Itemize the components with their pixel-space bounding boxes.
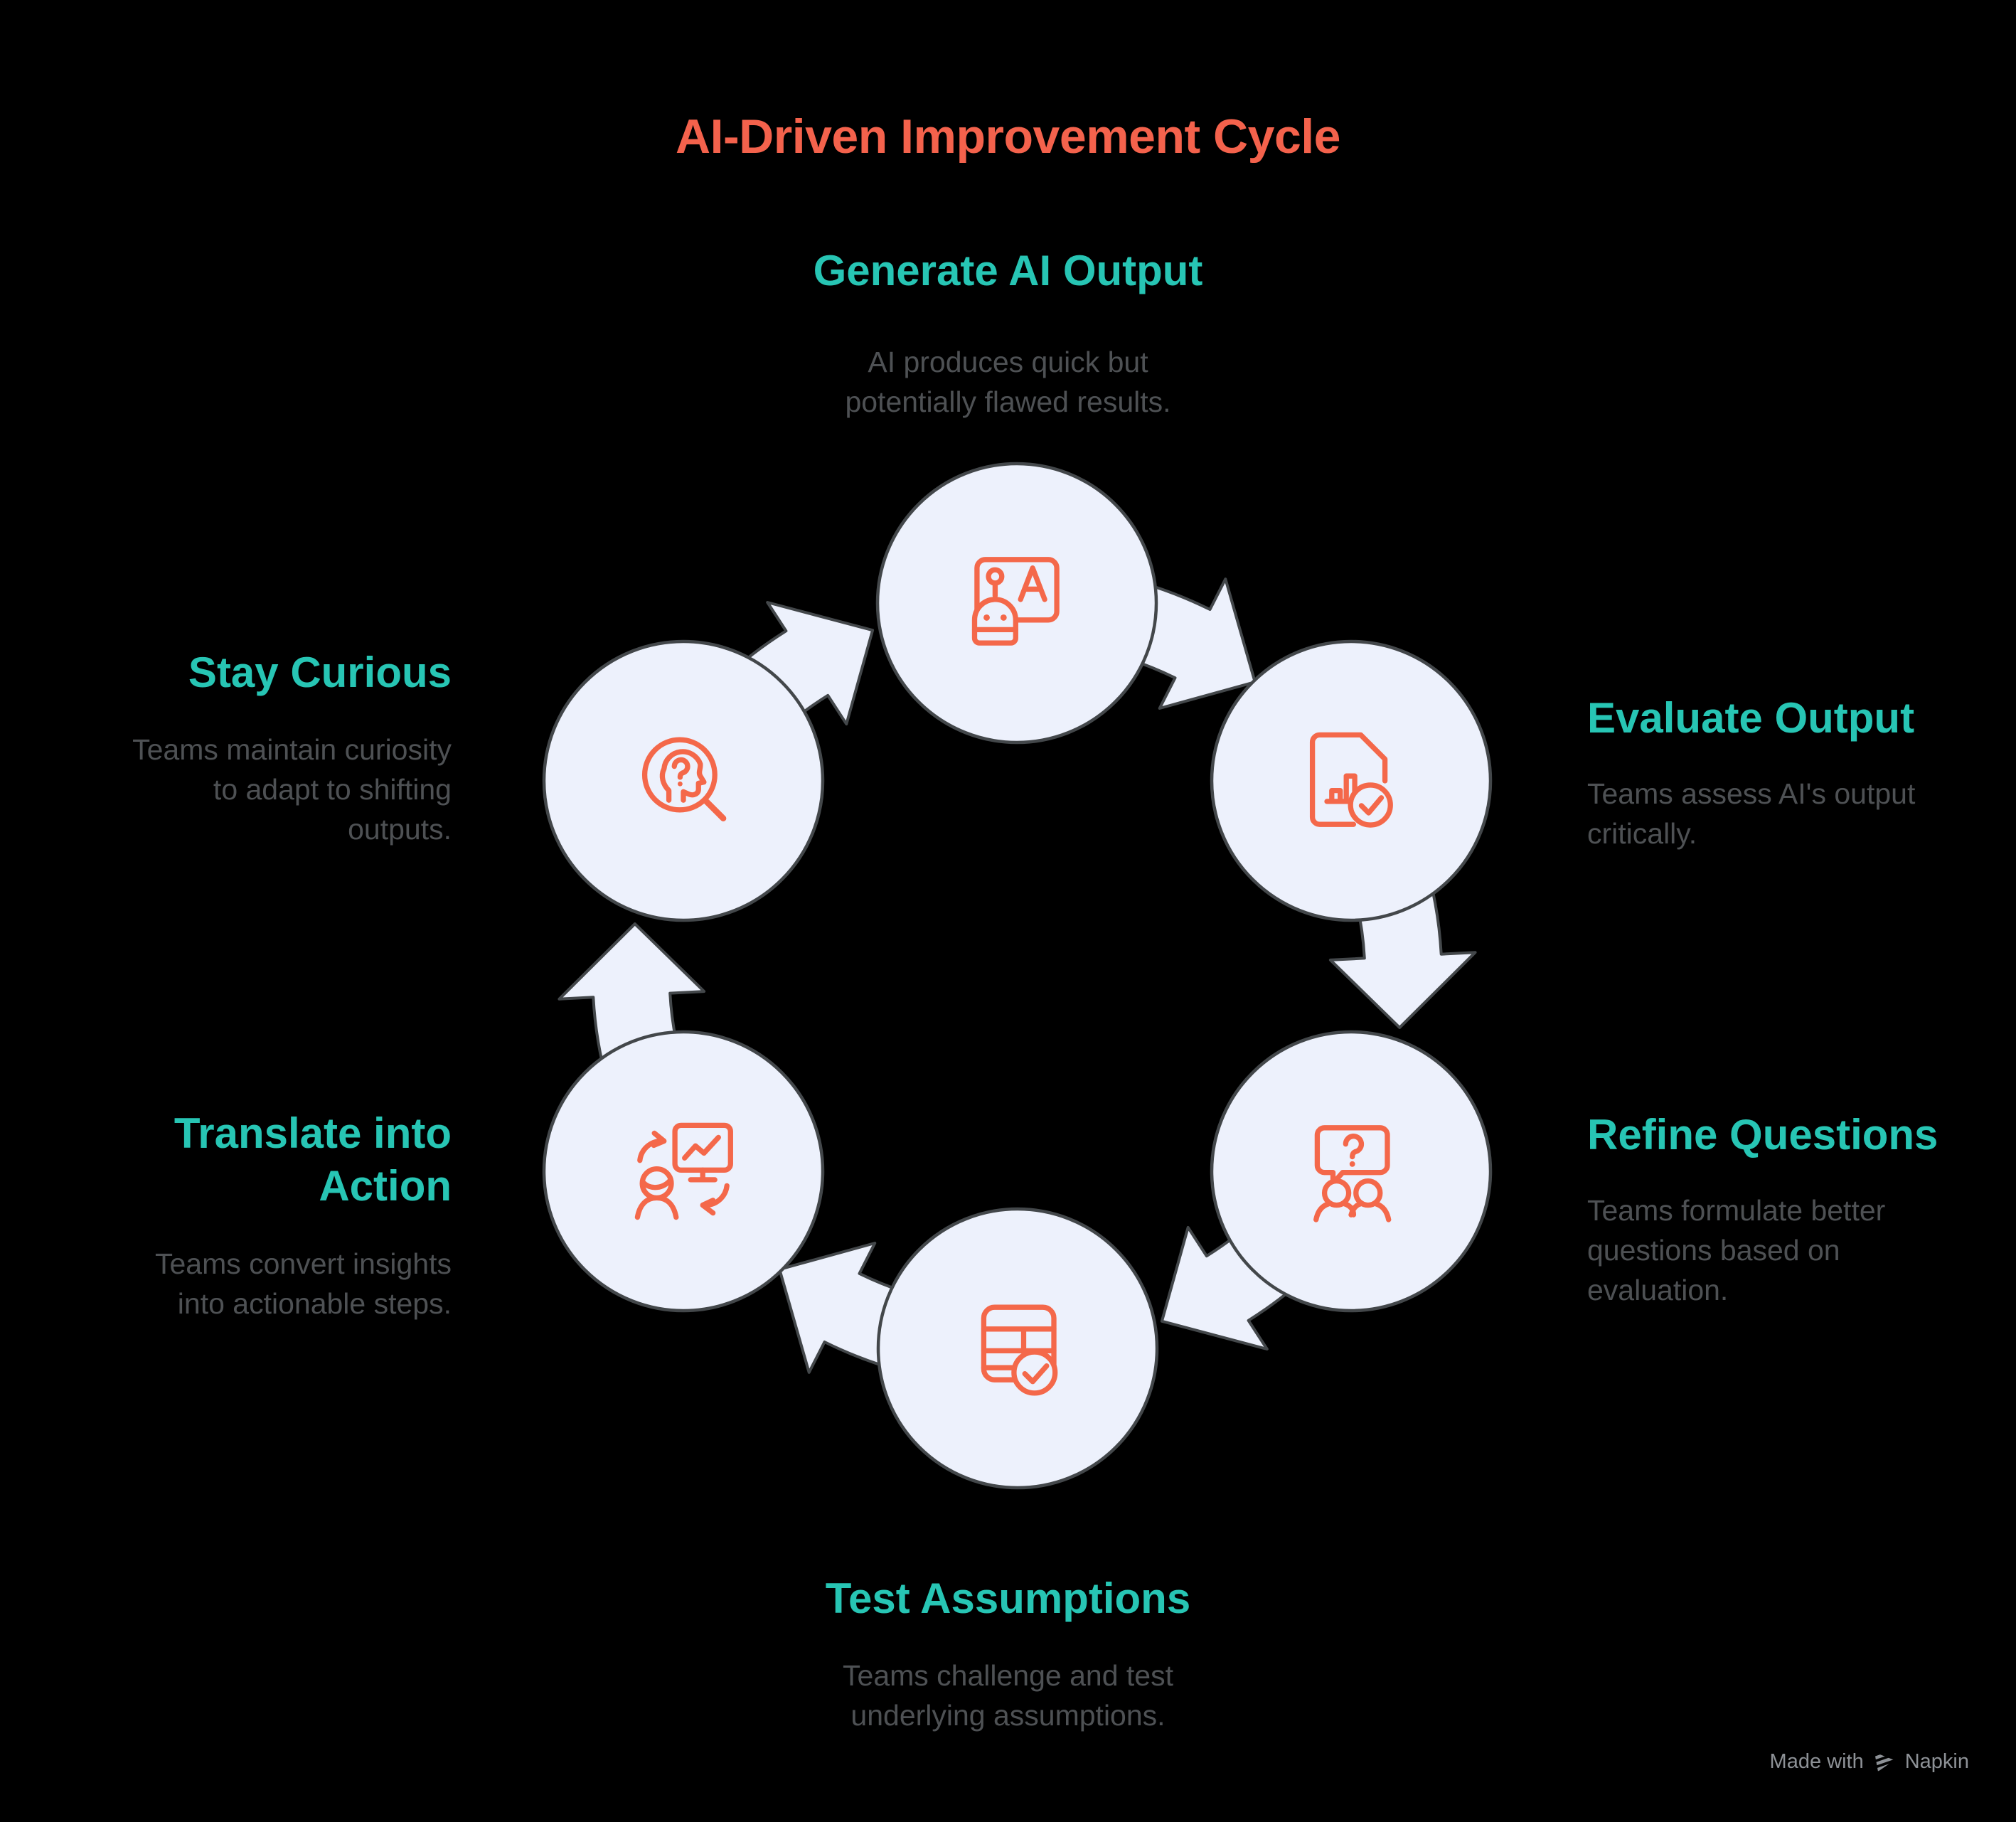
node-label-stay-curious: Stay Curious	[188, 649, 452, 696]
footer-credit: Made with Napkin	[1770, 1749, 1969, 1774]
table-check-icon	[957, 1288, 1078, 1409]
node-description-stay-curious: Teams maintain curiosity to adapt to shi…	[132, 733, 452, 846]
footer-brand-label: Napkin	[1904, 1750, 1969, 1773]
node-text-translate-into-action: Translate into Action Teams convert insi…	[53, 1107, 452, 1323]
node-text-refine-questions: Refine Questions Teams formulate better …	[1587, 1109, 2014, 1310]
node-label-generate-ai-output: Generate AI Output	[813, 247, 1203, 294]
node-description-translate-into-action: Teams convert insights into actionable s…	[154, 1247, 452, 1320]
node-text-generate-ai-output: Generate AI Output AI produces quick but…	[0, 245, 2016, 422]
node-circle-stay-curious	[542, 639, 825, 922]
person-monitor-sync-icon	[623, 1111, 744, 1232]
node-label-translate-into-action: Translate into Action	[174, 1109, 452, 1210]
footer-made-with-label: Made with	[1769, 1750, 1864, 1773]
node-description-refine-questions: Teams formulate better questions based o…	[1587, 1194, 1886, 1306]
robot-presentation-icon	[956, 543, 1077, 664]
node-text-evaluate-output: Evaluate Output Teams assess AI's output…	[1587, 693, 2014, 853]
question-speech-people-icon	[1291, 1111, 1412, 1232]
node-label-test-assumptions: Test Assumptions	[825, 1575, 1191, 1622]
node-circle-evaluate-output	[1210, 639, 1493, 922]
node-description-evaluate-output: Teams assess AI's output critically.	[1587, 777, 1916, 850]
node-label-refine-questions: Refine Questions	[1587, 1111, 1938, 1158]
node-circle-generate-ai-output	[875, 462, 1158, 745]
node-description-generate-ai-output: AI produces quick but potentially flawed…	[845, 346, 1171, 418]
napkin-logo-icon	[1874, 1752, 1894, 1772]
node-description-test-assumptions: Teams challenge and test underlying assu…	[843, 1659, 1173, 1732]
head-question-magnifier-icon	[623, 720, 744, 841]
document-chart-check-icon	[1291, 720, 1412, 841]
node-text-test-assumptions: Test Assumptions Teams challenge and tes…	[0, 1573, 2016, 1735]
node-label-evaluate-output: Evaluate Output	[1587, 694, 1915, 742]
page-title: AI-Driven Improvement Cycle	[675, 110, 1341, 164]
node-text-stay-curious: Stay Curious Teams maintain curiosity to…	[53, 647, 452, 849]
